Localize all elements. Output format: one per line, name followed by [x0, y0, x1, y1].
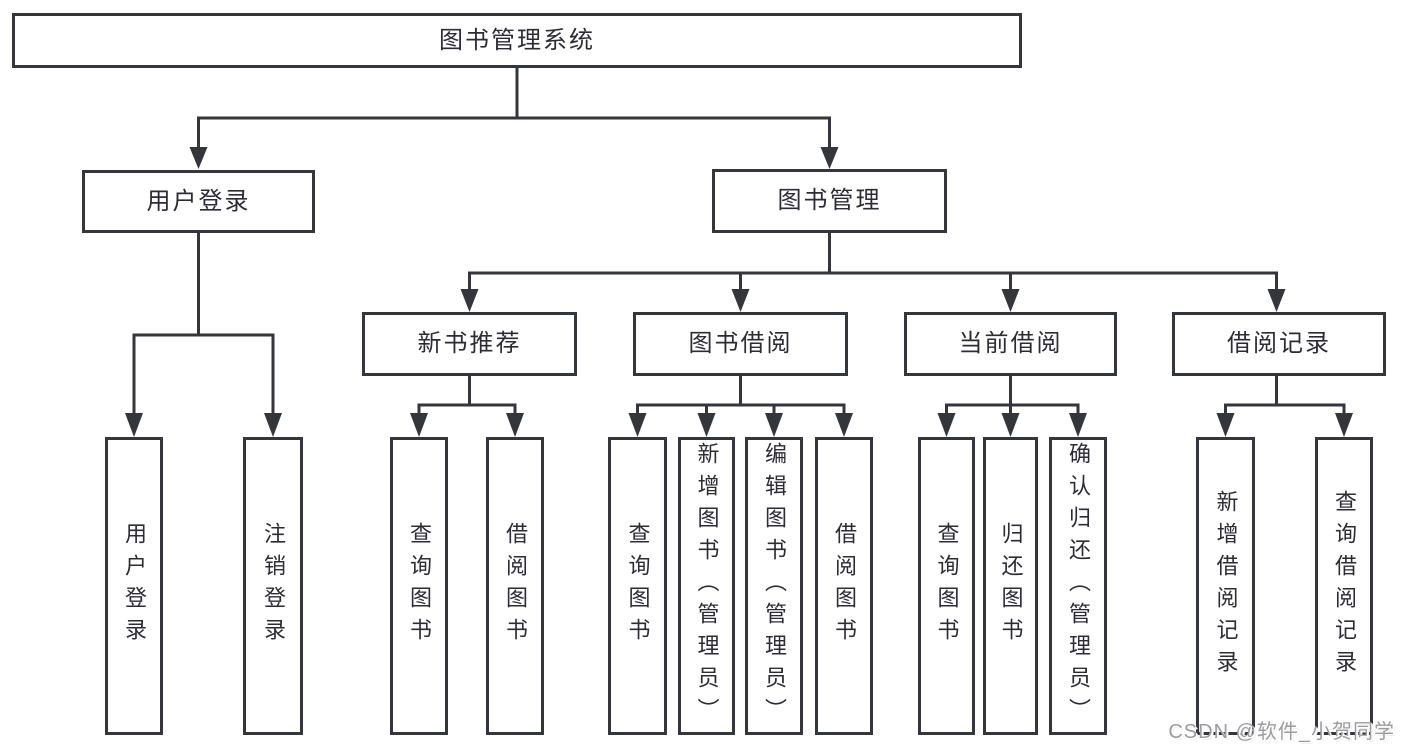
node-label: 借阅记录 [1227, 330, 1331, 357]
node-label: 图书管理系统 [439, 26, 595, 54]
node-book-borrow: 图书借阅 [633, 312, 848, 376]
node-label: 新增借阅记录 [1213, 490, 1239, 682]
node-label: 查询图书 [407, 522, 432, 650]
node-label: 图书借阅 [688, 330, 793, 357]
node-leaf-add-book-admin: 新增图书（管理员） [678, 437, 735, 735]
node-leaf-query-borrow-record: 查询借阅记录 [1315, 437, 1373, 735]
node-label: 借阅图书 [832, 522, 857, 650]
node-borrow-records: 借阅记录 [1172, 312, 1386, 376]
node-label: 图书管理 [777, 187, 882, 214]
node-leaf-edit-book-admin: 编辑图书（管理员） [745, 437, 803, 735]
node-leaf-add-borrow-record: 新增借阅记录 [1196, 437, 1255, 735]
arrowheads [125, 147, 1353, 437]
node-leaf-user-login: 用户登录 [105, 437, 163, 735]
node-library-system-root: 图书管理系统 [12, 13, 1022, 68]
node-label: 用户登录 [122, 522, 147, 650]
node-leaf-query-books-2: 查询图书 [608, 437, 667, 735]
node-label: 用户登录 [146, 187, 251, 215]
node-label: 新增图书（管理员） [694, 442, 720, 730]
node-new-book-recommend: 新书推荐 [362, 312, 577, 376]
node-label: 编辑图书（管理员） [762, 442, 787, 730]
node-current-borrow: 当前借阅 [904, 312, 1117, 376]
node-leaf-borrow-books-1: 借阅图书 [486, 437, 544, 735]
node-leaf-logout: 注销登录 [243, 437, 303, 735]
node-leaf-return-book: 归还图书 [983, 437, 1038, 735]
node-label: 查询借阅记录 [1332, 490, 1357, 682]
node-label: 查询图书 [625, 522, 651, 650]
node-label: 查询图书 [934, 522, 960, 650]
node-label: 注销登录 [261, 522, 286, 650]
node-leaf-confirm-return-admin: 确认归还（管理员） [1049, 437, 1107, 735]
node-book-management: 图书管理 [712, 169, 947, 233]
node-label: 新书推荐 [417, 330, 522, 357]
node-label: 归还图书 [998, 522, 1024, 650]
node-leaf-query-books-3: 查询图书 [918, 437, 975, 735]
node-label: 借阅图书 [503, 522, 528, 650]
node-label: 当前借阅 [958, 330, 1063, 357]
node-user-login: 用户登录 [82, 170, 315, 233]
connector-segments [132, 68, 1346, 414]
watermark-text: CSDN @软件_小贺同学 [1168, 721, 1395, 743]
node-leaf-query-books-1: 查询图书 [390, 437, 448, 735]
node-leaf-borrow-books-2: 借阅图书 [815, 437, 873, 735]
node-label: 确认归还（管理员） [1066, 442, 1091, 730]
